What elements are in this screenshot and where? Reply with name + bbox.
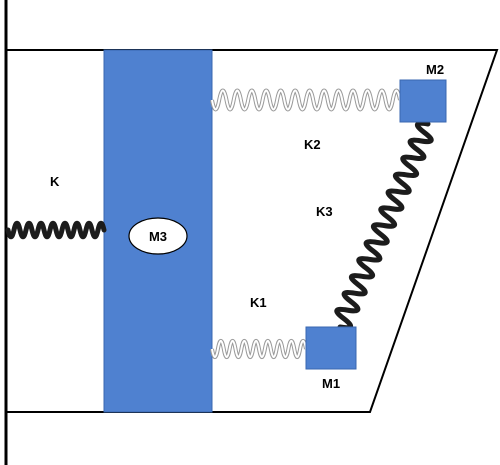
spring-k1-inner xyxy=(211,339,307,359)
frame-outline xyxy=(5,49,499,413)
label-k2: K2 xyxy=(304,137,321,152)
spring-k-coil xyxy=(5,220,107,240)
spring-k3 xyxy=(334,120,434,331)
label-m1: M1 xyxy=(322,376,340,391)
mass-m1-block xyxy=(305,326,357,370)
label-k3: K3 xyxy=(316,204,333,219)
spring-k3-coil xyxy=(334,120,434,331)
label-m2: M2 xyxy=(426,62,444,77)
label-k1: K1 xyxy=(250,295,267,310)
label-k: K xyxy=(50,174,60,189)
spring-k2 xyxy=(210,88,402,112)
mass-m2-block xyxy=(399,79,447,123)
mass-m3-ellipse xyxy=(128,217,188,255)
spring-k xyxy=(5,220,107,240)
spring-k1 xyxy=(210,338,308,360)
label-m3: M3 xyxy=(149,229,167,244)
spring-k2-inner xyxy=(211,89,401,111)
